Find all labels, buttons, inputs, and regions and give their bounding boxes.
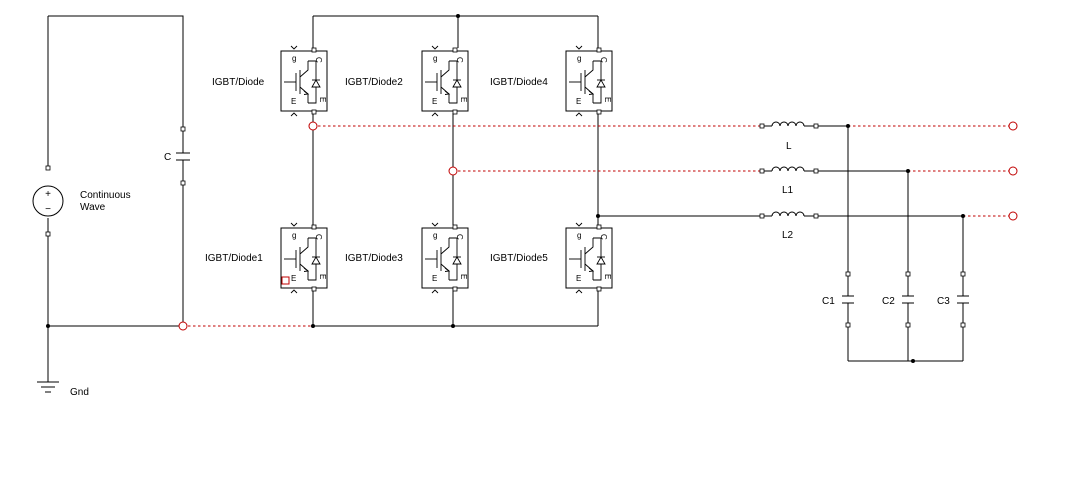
igbt-switch-q5[interactable]: g C E E IGBT/Diode3 [345, 222, 469, 294]
inductor-l2[interactable]: L2 [759, 211, 819, 241]
capacitor-c2-label: C2 [882, 296, 895, 307]
igbt-switch-q6[interactable]: g C E E IGBT/Diode5 [490, 222, 613, 294]
source-label-line-1: Continuous [80, 190, 131, 201]
switch-q1-collector-pin: C [314, 57, 323, 63]
port-phase-a[interactable] [308, 121, 318, 131]
switch-q6-collector-pin: C [599, 234, 608, 240]
capacitor-c3[interactable]: C3 [937, 271, 970, 328]
switch-q2-gate-pin: g [433, 54, 437, 63]
switch-q3-emitter-pin-2: E [603, 97, 612, 102]
source-plus-sign: + [45, 189, 51, 200]
port-output-b[interactable] [1008, 166, 1018, 176]
switch-q4-gate-pin: g [292, 231, 296, 240]
junction-dots [46, 14, 965, 363]
igbt-switch-q4[interactable]: g C E E IGBT/Diode1 [205, 222, 328, 294]
inductor-l2-label: L2 [782, 230, 794, 241]
switch-q5-gate-pin: g [433, 231, 437, 240]
port-output-c[interactable] [1008, 211, 1018, 221]
port-dc-negative[interactable] [178, 321, 188, 331]
switch-q5-label: IGBT/Diode3 [345, 253, 403, 264]
igbt-switch-q2[interactable]: g C E E IGBT/Diode2 [345, 45, 469, 117]
capacitor-c1[interactable]: C1 [822, 271, 855, 328]
switch-q3-emitter-pin: E [576, 97, 581, 106]
selection-handle[interactable] [281, 276, 290, 285]
igbt-switch-q1[interactable]: g C E E IGBT/Diode [212, 45, 328, 117]
switch-q2-label: IGBT/Diode2 [345, 77, 403, 88]
switch-q1-emitter-pin-2: E [318, 97, 327, 102]
switch-q6-gate-pin: g [577, 231, 581, 240]
port-phase-b[interactable] [448, 166, 458, 176]
dc-capacitor[interactable]: C [164, 126, 190, 186]
switch-q3-collector-pin: C [599, 57, 608, 63]
switch-q3-gate-pin: g [577, 54, 581, 63]
voltage-source[interactable]: + − Continuous Wave [32, 165, 133, 237]
capacitor-c2[interactable]: C2 [882, 271, 915, 328]
switch-q6-label: IGBT/Diode5 [490, 253, 548, 264]
port-output-a[interactable] [1008, 121, 1018, 131]
switch-q1-emitter-pin: E [291, 97, 296, 106]
source-minus-sign: − [45, 204, 51, 215]
switch-q3-label: IGBT/Diode4 [490, 77, 548, 88]
igbt-switch-q3[interactable]: g C E E IGBT/Diode4 [490, 45, 613, 117]
inductor-l1[interactable]: L1 [759, 166, 819, 196]
switch-q5-emitter-pin-2: E [459, 274, 468, 279]
switch-q4-emitter-pin: E [291, 274, 296, 283]
switch-q4-emitter-pin-2: E [318, 274, 327, 279]
capacitor-c3-label: C3 [937, 296, 950, 307]
source-label: Continuous Wave [80, 190, 133, 213]
switch-q1-label: IGBT/Diode [212, 77, 265, 88]
dc-capacitor-label: C [164, 152, 171, 163]
inductor-l[interactable]: L [759, 121, 819, 152]
switch-q4-collector-pin: C [314, 234, 323, 240]
ground[interactable]: Gnd [37, 381, 89, 398]
switch-q6-emitter-pin: E [576, 274, 581, 283]
source-label-line-2: Wave [80, 202, 106, 213]
inductor-l1-label: L1 [782, 185, 794, 196]
switch-q6-emitter-pin-2: E [603, 274, 612, 279]
switch-q4-label: IGBT/Diode1 [205, 253, 263, 264]
switch-q5-emitter-pin: E [432, 274, 437, 283]
switch-q2-emitter-pin-2: E [459, 97, 468, 102]
switch-q5-collector-pin: C [455, 234, 464, 240]
ports [178, 121, 1018, 331]
inductor-l-label: L [786, 141, 792, 152]
capacitor-c1-label: C1 [822, 296, 835, 307]
switch-q2-emitter-pin: E [432, 97, 437, 106]
ground-label: Gnd [70, 387, 89, 398]
signal-wires [188, 125, 1009, 327]
switch-q2-collector-pin: C [455, 57, 464, 63]
switch-q1-gate-pin: g [292, 54, 296, 63]
